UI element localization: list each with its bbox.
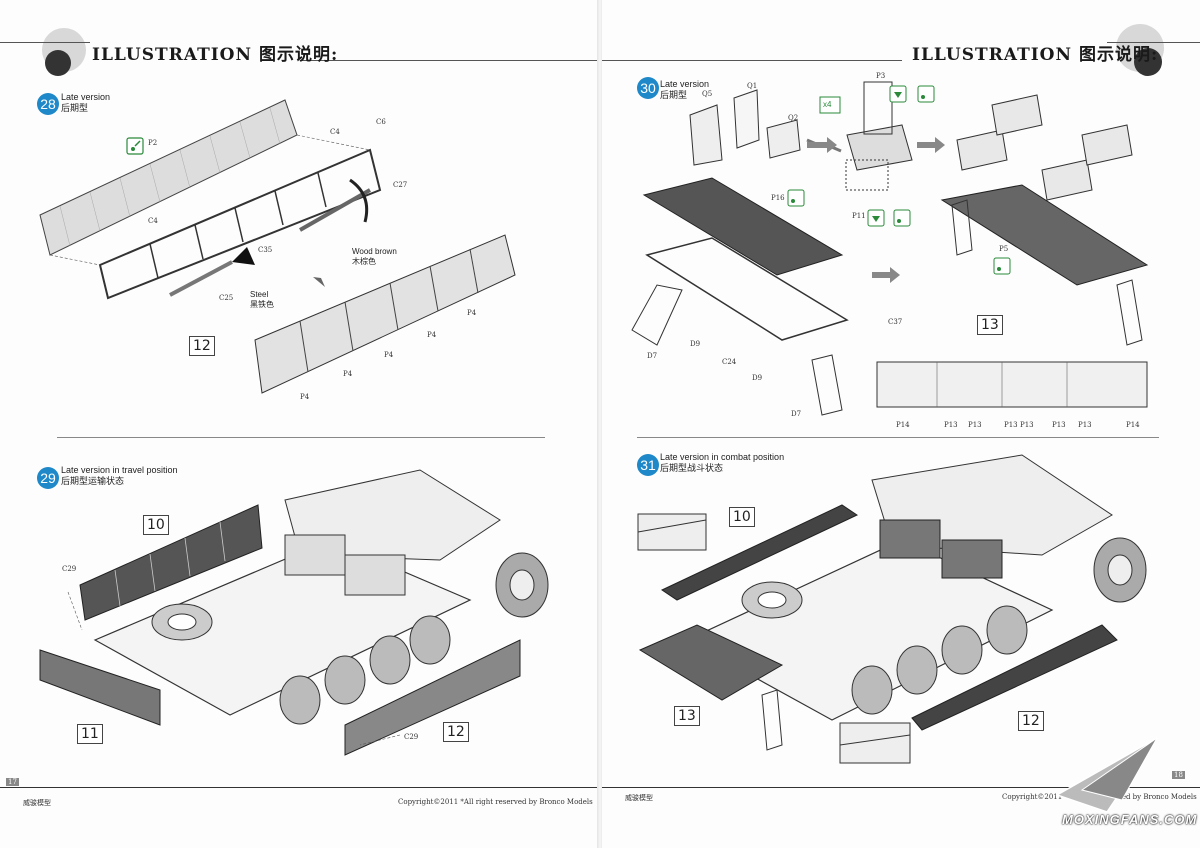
- step-28-title-zh: 后期型: [61, 103, 89, 113]
- header-line-right-a: [602, 60, 902, 61]
- page-title-right: ILLUSTRATION 图示说明:: [912, 45, 1159, 65]
- label-p16: P16: [771, 194, 785, 202]
- label-c37: C37: [888, 318, 903, 326]
- label-c24: C24: [722, 358, 737, 366]
- header-line-left-a: [0, 42, 90, 43]
- page-title-left: ILLUSTRATION 图示说明:: [92, 45, 339, 65]
- book-spine: [597, 0, 603, 848]
- subassembly-box-10-left: 10: [143, 515, 169, 535]
- page-number-left: 17: [6, 778, 19, 786]
- label-p13-4: P13: [1020, 421, 1034, 429]
- subassembly-box-13: 13: [977, 315, 1003, 335]
- watermark-logo: [1055, 737, 1158, 813]
- label-p11: P11: [852, 212, 866, 220]
- watermark-text: MOXINGFANS.COM: [1062, 812, 1198, 827]
- step-30-title-en: Late version: [660, 79, 710, 89]
- label-c29-top: C29: [62, 565, 77, 573]
- label-p4-b: P4: [427, 331, 437, 339]
- label-c4-top: C4: [330, 128, 340, 136]
- page-number-right: 18: [1172, 771, 1185, 779]
- right-page-decor: [1116, 24, 1164, 76]
- subassembly-box-12-left: 12: [443, 722, 469, 742]
- label-p5: P5: [999, 245, 1009, 253]
- label-p4-c: P4: [384, 351, 394, 359]
- step-30-badge: 30: [637, 77, 659, 99]
- label-p3: P3: [876, 72, 886, 80]
- footer-line-right: [602, 787, 1200, 788]
- x4-multiplier: x4: [823, 100, 832, 109]
- step-29-title: Late version in travel position 后期型运输状态: [61, 465, 178, 487]
- step-31-title-en: Late version in combat position: [660, 452, 785, 462]
- left-page: ILLUSTRATION 图示说明: 28 Late version 后期型: [0, 0, 598, 848]
- step-28-drawing: [39, 99, 516, 394]
- note-wood-brown-zh: 木棕色: [352, 257, 376, 266]
- footer-line-left: [0, 787, 598, 788]
- step-28-badge: 28: [37, 93, 59, 115]
- note-steel-en: Steel: [250, 290, 269, 299]
- step-divider-left: [57, 437, 545, 438]
- right-page: ILLUSTRATION 图示说明: 30 Late version 后期型: [602, 0, 1200, 848]
- subassembly-box-13-right: 13: [674, 706, 700, 726]
- label-c27: C27: [393, 181, 408, 189]
- subassembly-box-10-right: 10: [729, 507, 755, 527]
- label-c4-left: C4: [148, 217, 158, 225]
- subassembly-box-12: 12: [189, 336, 215, 356]
- note-steel: Steel 黑铁色: [250, 290, 274, 310]
- label-c25: C25: [219, 294, 234, 302]
- label-p14-left: P14: [896, 421, 910, 429]
- footer-brand-left: 威骏模型: [23, 799, 51, 807]
- label-p4-a: P4: [467, 309, 477, 317]
- label-q5: Q5: [702, 90, 713, 98]
- label-d7-left: D7: [647, 352, 658, 360]
- step-31-title-zh: 后期型战斗状态: [660, 463, 724, 473]
- label-p4-d: P4: [343, 370, 353, 378]
- label-q2: Q2: [788, 114, 799, 122]
- label-p4-e: P4: [300, 393, 310, 401]
- footer-brand-right: 威骏模型: [625, 794, 653, 802]
- step-29-drawing: [39, 469, 549, 756]
- step-31-title: Late version in combat position 后期型战斗状态: [660, 452, 784, 474]
- label-c29-bottom: C29: [404, 733, 419, 741]
- note-steel-zh: 黑铁色: [250, 300, 274, 309]
- label-d9-right: D9: [752, 374, 763, 382]
- step-29-title-en: Late version in travel position: [61, 465, 178, 475]
- header-line-right-b: [1107, 42, 1200, 43]
- label-p13-5: P13: [1052, 421, 1066, 429]
- step-30-drawing: [631, 81, 1149, 416]
- step-31-drawing: [637, 454, 1147, 764]
- step-29-badge: 29: [37, 467, 59, 489]
- note-wood-brown: Wood brown 木棕色: [352, 247, 397, 267]
- step-29-title-zh: 后期型运输状态: [61, 476, 125, 486]
- label-p13-6: P13: [1078, 421, 1092, 429]
- label-d7-right: D7: [791, 410, 802, 418]
- subassembly-box-11-left: 11: [77, 724, 103, 744]
- step-divider-right: [637, 437, 1159, 438]
- note-wood-brown-en: Wood brown: [352, 247, 397, 256]
- header-line-left-b: [300, 60, 598, 61]
- label-p13-1: P13: [944, 421, 958, 429]
- label-p13-3: P13: [1004, 421, 1018, 429]
- footer-copyright-left: Copyright©2011 *All right reserved by Br…: [398, 798, 593, 806]
- step-30-title-zh: 后期型: [660, 90, 688, 100]
- label-c35: C35: [258, 246, 273, 254]
- step-28-title: Late version 后期型: [61, 92, 110, 114]
- step-31-badge: 31: [637, 454, 659, 476]
- step-28-title-en: Late version: [61, 92, 111, 102]
- label-p13-2: P13: [968, 421, 982, 429]
- left-page-decor: [42, 28, 86, 76]
- label-p2: P2: [148, 139, 158, 147]
- label-p14-right: P14: [1126, 421, 1140, 429]
- step-30-title: Late version 后期型: [660, 79, 709, 101]
- subassembly-box-12-right: 12: [1018, 711, 1044, 731]
- label-q1: Q1: [747, 82, 758, 90]
- label-c6: C6: [376, 118, 386, 126]
- label-d9-left: D9: [690, 340, 701, 348]
